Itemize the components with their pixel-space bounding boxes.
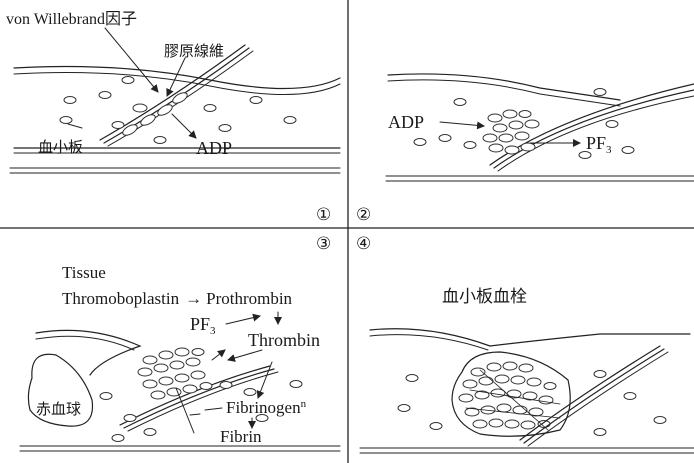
vessel-wall-top	[14, 67, 340, 89]
platelet-pointer	[68, 124, 82, 128]
pf3-label: PF3	[586, 133, 612, 156]
panel-4: ④ 血小板血栓	[356, 234, 694, 453]
adherent-platelets	[112, 91, 189, 138]
panel-3-number: ③	[316, 234, 331, 254]
adp-label: ADP	[196, 138, 232, 158]
pf3-label: PF3	[190, 314, 216, 337]
panel-2-number: ②	[356, 205, 371, 225]
platelet-label: 血小板	[38, 138, 83, 156]
adp-arrow	[172, 114, 196, 138]
pf3-to-prothrombin-arrow	[226, 316, 260, 324]
panel-1-number: ①	[316, 205, 331, 225]
thrombin-label: Thrombin	[248, 330, 320, 350]
platelet-aggregate	[483, 110, 539, 154]
free-platelets	[60, 77, 296, 144]
fibrin-label: Fibrin	[220, 427, 262, 446]
collagen-arrow	[167, 58, 185, 96]
vessel-wall-top	[370, 329, 690, 346]
adp-label: ADP	[388, 112, 424, 132]
panel-3: ③ Tissue Thromoboplastin→Prothrombin PF3…	[20, 234, 340, 451]
fibrinogen-label: Fibrinogenn	[226, 398, 307, 417]
vwf-label: von Willebrand因子	[6, 10, 137, 28]
adp-arrow	[440, 122, 484, 126]
panel-4-number: ④	[356, 234, 371, 254]
tissue-label: Tissue	[62, 263, 106, 282]
thrombin-arrow	[228, 350, 262, 360]
vessel-wall-top	[388, 74, 620, 100]
panel-1: von Willebrand因子 膠原線維 血小板 ADP ①	[6, 10, 340, 225]
collagen-label: 膠原線維	[164, 42, 224, 60]
thrombus-title: 血小板血栓	[442, 287, 527, 307]
thromboplastin-label: Thromoboplastin→Prothrombin	[62, 289, 293, 308]
panel-2: ADP PF3 ②	[356, 74, 694, 225]
platelet-aggregate	[138, 348, 212, 399]
rbc-label: 赤血球	[36, 400, 81, 418]
